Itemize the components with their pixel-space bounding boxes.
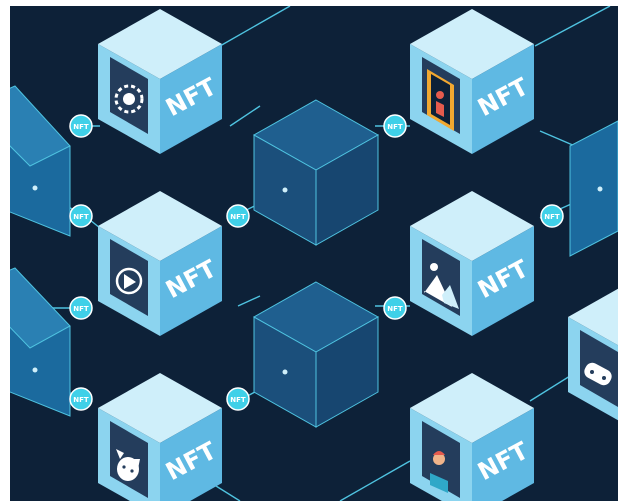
- nft-node: NFT: [383, 114, 407, 138]
- cube-play: NFT: [98, 191, 222, 336]
- svg-text:NFT: NFT: [544, 213, 560, 221]
- framed-portrait-icon: [427, 69, 454, 131]
- play-button-icon: [115, 267, 143, 295]
- nft-node: NFT: [540, 204, 564, 228]
- svg-text:NFT: NFT: [387, 305, 403, 313]
- illustration-canvas: NFT NFT NFT NFT: [10, 6, 618, 501]
- nft-node: NFT: [383, 296, 407, 320]
- dark-cube-upper: [253, 99, 379, 246]
- dark-cube-lower: [253, 281, 379, 428]
- gamepad-icon: [584, 362, 612, 386]
- cube-cat: NFT: [98, 373, 222, 501]
- cube-roulette: NFT: [98, 9, 222, 154]
- svg-text:NFT: NFT: [73, 305, 89, 313]
- nft-node: NFT: [69, 387, 93, 411]
- cube-landscape: NFT: [410, 191, 534, 336]
- nft-node: NFT: [69, 204, 93, 228]
- cube-portrait: NFT: [410, 9, 534, 154]
- svg-text:NFT: NFT: [73, 396, 89, 404]
- svg-text:NFT: NFT: [230, 396, 246, 404]
- nft-node: NFT: [226, 204, 250, 228]
- roulette-chip-icon: [114, 84, 144, 114]
- edge-cube-left-top: [10, 85, 71, 237]
- person-avatar-icon: [430, 451, 448, 493]
- mountain-image-icon: [424, 263, 459, 309]
- edge-cube-left-bottom: [10, 267, 71, 417]
- nft-node: NFT: [69, 114, 93, 138]
- cube-gamepad: [568, 282, 618, 427]
- cube-avatar: NFT: [410, 373, 534, 501]
- svg-text:NFT: NFT: [230, 213, 246, 221]
- svg-text:NFT: NFT: [73, 123, 89, 131]
- cat-face-icon: [116, 449, 140, 481]
- nft-node: NFT: [69, 296, 93, 320]
- svg-text:NFT: NFT: [73, 213, 89, 221]
- nft-blockchain-illustration: NFT NFT NFT NFT: [10, 6, 618, 501]
- edge-cube-right-top: [569, 120, 618, 257]
- connector-nodes: NFT NFT NFT NFT NFT NFT NFT NFT: [69, 114, 564, 411]
- nft-node: NFT: [226, 387, 250, 411]
- svg-text:NFT: NFT: [387, 123, 403, 131]
